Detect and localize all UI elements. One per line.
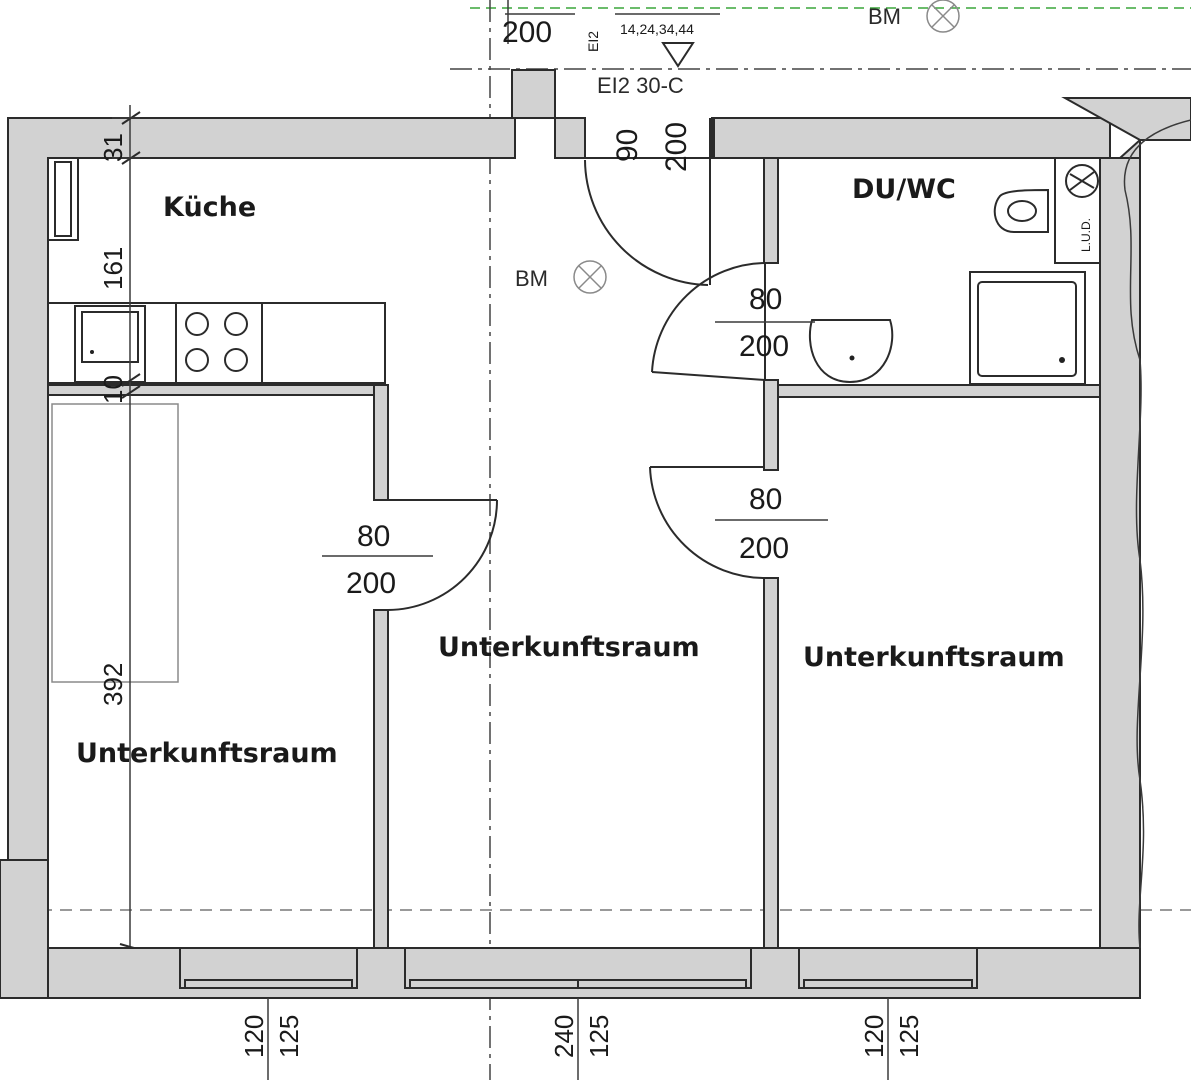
window-3-width: 120 [859,1015,889,1058]
dim-gap: 10 [98,375,128,404]
fan-label: L.U.D. [1079,218,1093,252]
fire-rating-top-label: EI2 [585,31,601,52]
door-bath-width: 80 [749,283,782,316]
window-2-width: 240 [549,1015,579,1058]
door-right-height: 200 [739,532,789,565]
dimension-line-left [112,105,141,949]
room-label-kitchen: Küche [163,192,256,223]
bathroom-fixtures [808,164,1099,385]
door-left-height: 200 [346,567,396,600]
room-label-bath: DU/WC [852,174,956,205]
window-2-height: 125 [584,1015,614,1058]
door-entrance-height: 200 [660,122,693,172]
window-1-width: 120 [239,1015,269,1058]
window-1-height: 125 [274,1015,304,1058]
door-top-height: 200 [502,16,552,49]
grid-ref-label: 14,24,34,44 [620,21,694,37]
bm-symbol-icon [573,260,607,294]
fire-rating-label: EI2 30-C [597,73,684,98]
dim-wall-top: 31 [98,133,128,162]
exterior-edge [1123,119,1191,949]
bm-symbol-top-icon [926,0,960,33]
window-3-height: 125 [894,1015,924,1058]
room-label-left: Unterkunftsraum [76,738,338,769]
dim-room-depth: 392 [98,663,128,706]
bm-label-middle: BM [515,266,548,291]
room-label-middle: Unterkunftsraum [438,632,700,663]
door-swings [387,118,766,611]
dim-kitchen-depth: 161 [98,247,128,290]
bm-label-top: BM [868,4,901,29]
room-label-right: Unterkunftsraum [803,642,1065,673]
door-left-width: 80 [357,520,390,553]
walls [0,69,1191,999]
level-marker-icon [661,42,695,68]
door-right-width: 80 [749,483,782,516]
door-entrance-width: 90 [611,129,644,162]
windows [179,947,978,1080]
kitchen-counter [47,157,386,683]
door-bath-height: 200 [739,330,789,363]
